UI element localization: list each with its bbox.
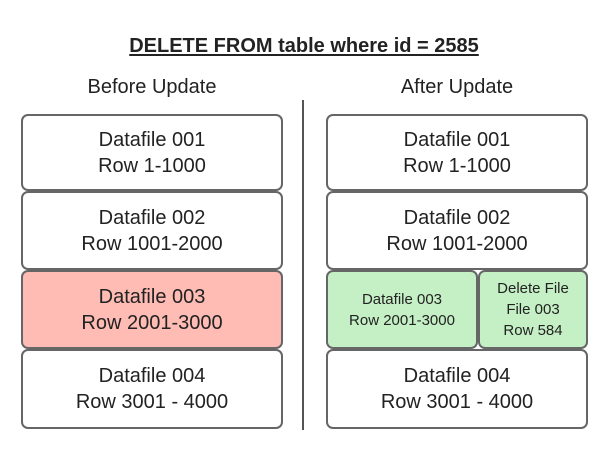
datafile-name: Datafile 003: [361, 290, 443, 308]
diagram-title: DELETE FROM table where id = 2585: [129, 35, 479, 57]
after-datafile-002: Datafile 002 Row 1001-2000: [326, 191, 588, 270]
datafile-name: Datafile 004: [98, 365, 206, 387]
datafile-name: Datafile 003: [98, 285, 206, 308]
delete-file-row: Row 584: [503, 322, 563, 339]
before-datafile-003-highlighted: Datafile 003 Row 2001-3000: [21, 270, 283, 349]
delete-file-label: Delete File: [497, 280, 569, 297]
before-datafile-001: Datafile 001 Row 1-1000: [21, 114, 283, 191]
delete-file-box: Delete File File 003 Row 584: [478, 270, 588, 349]
datafile-rows: Row 1001-2000: [386, 232, 528, 255]
datafile-name: Datafile 002: [403, 206, 511, 229]
datafile-rows: Row 1-1000: [403, 154, 511, 177]
datafile-name: Datafile 001: [98, 128, 206, 151]
datafile-name: Datafile 001: [403, 128, 511, 151]
after-datafile-001: Datafile 001 Row 1-1000: [326, 114, 588, 191]
datafile-rows: Row 1001-2000: [81, 232, 223, 255]
before-update-heading: Before Update: [87, 76, 217, 98]
datafile-name: Datafile 002: [98, 206, 206, 229]
datafile-rows: Row 1-1000: [98, 154, 206, 177]
datafile-rows: Row 2001-3000: [81, 311, 223, 334]
before-datafile-002: Datafile 002 Row 1001-2000: [21, 191, 283, 270]
delete-file-target: File 003: [506, 301, 560, 318]
datafile-name: Datafile 004: [403, 365, 511, 387]
datafile-rows: Row 3001 - 4000: [380, 391, 534, 413]
before-datafile-004: Datafile 004 Row 3001 - 4000: [21, 349, 283, 429]
after-datafile-004: Datafile 004 Row 3001 - 4000: [326, 349, 588, 429]
datafile-rows: Row 2001-3000: [349, 311, 455, 329]
column-divider: [302, 100, 304, 430]
after-datafile-003-new: Datafile 003 Row 2001-3000: [326, 270, 478, 349]
after-update-heading: After Update: [400, 76, 514, 98]
datafile-rows: Row 3001 - 4000: [75, 391, 229, 413]
